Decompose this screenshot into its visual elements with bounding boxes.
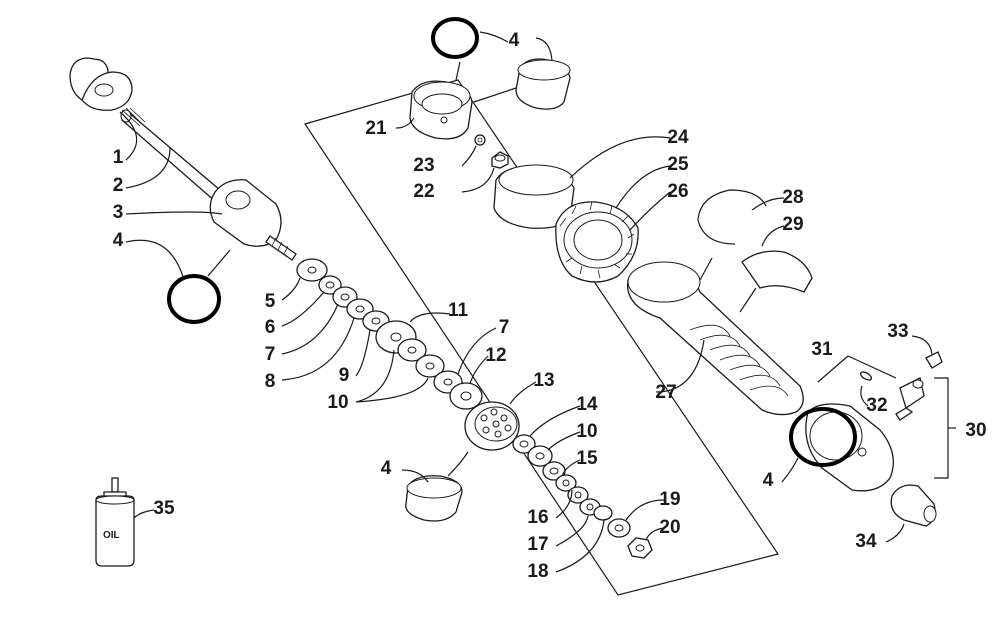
callout-c13: 13 [533, 370, 554, 391]
part-4-band-lower [405, 475, 463, 522]
callout-c1: 1 [113, 147, 124, 168]
part-34-bushing [890, 484, 937, 527]
callout-c31: 31 [811, 339, 833, 360]
washer-stack-lower [512, 434, 653, 559]
callout-c22: 22 [413, 181, 434, 202]
callout-c4d: 4 [381, 458, 392, 479]
part-29-shield [741, 250, 813, 293]
callout-c27: 27 [655, 382, 676, 403]
callout-c4c: 4 [763, 470, 774, 491]
reservoir-end-body [805, 403, 894, 492]
part-35-oil-bottle: OIL [95, 477, 135, 567]
callout-c15: 15 [576, 448, 598, 469]
oil-label: OIL [103, 530, 120, 541]
callout-c29: 29 [782, 214, 803, 235]
callout-c26: 26 [667, 181, 688, 202]
part-1-end-cap [69, 57, 133, 111]
callout-c33: 33 [887, 321, 908, 342]
callout-c24: 24 [667, 127, 689, 148]
callout-c11: 11 [448, 300, 469, 321]
part-4-o-ring-top [431, 17, 479, 59]
callout-c21: 21 [365, 118, 387, 139]
part-21-bearing-cap [409, 80, 473, 140]
callout-c12: 12 [485, 345, 506, 366]
callout-c18: 18 [527, 561, 548, 582]
part-27-cylinder [626, 261, 804, 416]
part-25-26-collar [555, 201, 639, 283]
part-32-o-ring-small [859, 371, 873, 381]
part-28-ring [697, 189, 767, 245]
callout-c28: 28 [782, 187, 803, 208]
callout-c7a: 7 [265, 344, 276, 365]
callout-c7b: 7 [499, 317, 510, 338]
callout-c16: 16 [527, 507, 548, 528]
part-33-cap [925, 351, 943, 369]
callout-c3: 3 [113, 202, 124, 223]
callout-c17: 17 [527, 534, 548, 555]
callout-c4a: 4 [113, 230, 124, 251]
callout-c10b: 10 [576, 421, 597, 442]
callout-c6: 6 [265, 317, 276, 338]
part-4-o-ring-left [167, 274, 221, 324]
part-4-o-ring-right [789, 407, 857, 467]
part-31-valve-stem [895, 377, 925, 421]
part-3-body [209, 179, 297, 261]
callout-c25: 25 [667, 154, 689, 175]
washer-stack [296, 258, 483, 410]
leader-lines [119, 31, 956, 573]
callout-c32: 32 [866, 395, 887, 416]
callout-c20: 20 [659, 517, 680, 538]
callout-c23: 23 [413, 155, 434, 176]
callout-c19: 19 [659, 489, 680, 510]
callout-c5: 5 [265, 291, 276, 312]
callout-c9: 9 [339, 365, 350, 386]
part-22-screw [491, 151, 509, 169]
part-24-sleeve [493, 164, 575, 229]
part-23-clip [474, 134, 486, 146]
callout-c4b: 4 [509, 30, 520, 51]
callout-c10a: 10 [327, 392, 348, 413]
callout-c34: 34 [855, 531, 877, 552]
callout-c35: 35 [153, 498, 175, 519]
callout-c8: 8 [265, 371, 276, 392]
callout-c2: 2 [113, 175, 124, 196]
callout-c14: 14 [576, 394, 598, 415]
callout-c30: 30 [965, 420, 986, 441]
part-13-piston [464, 401, 520, 451]
part-4-band-top [515, 58, 571, 110]
